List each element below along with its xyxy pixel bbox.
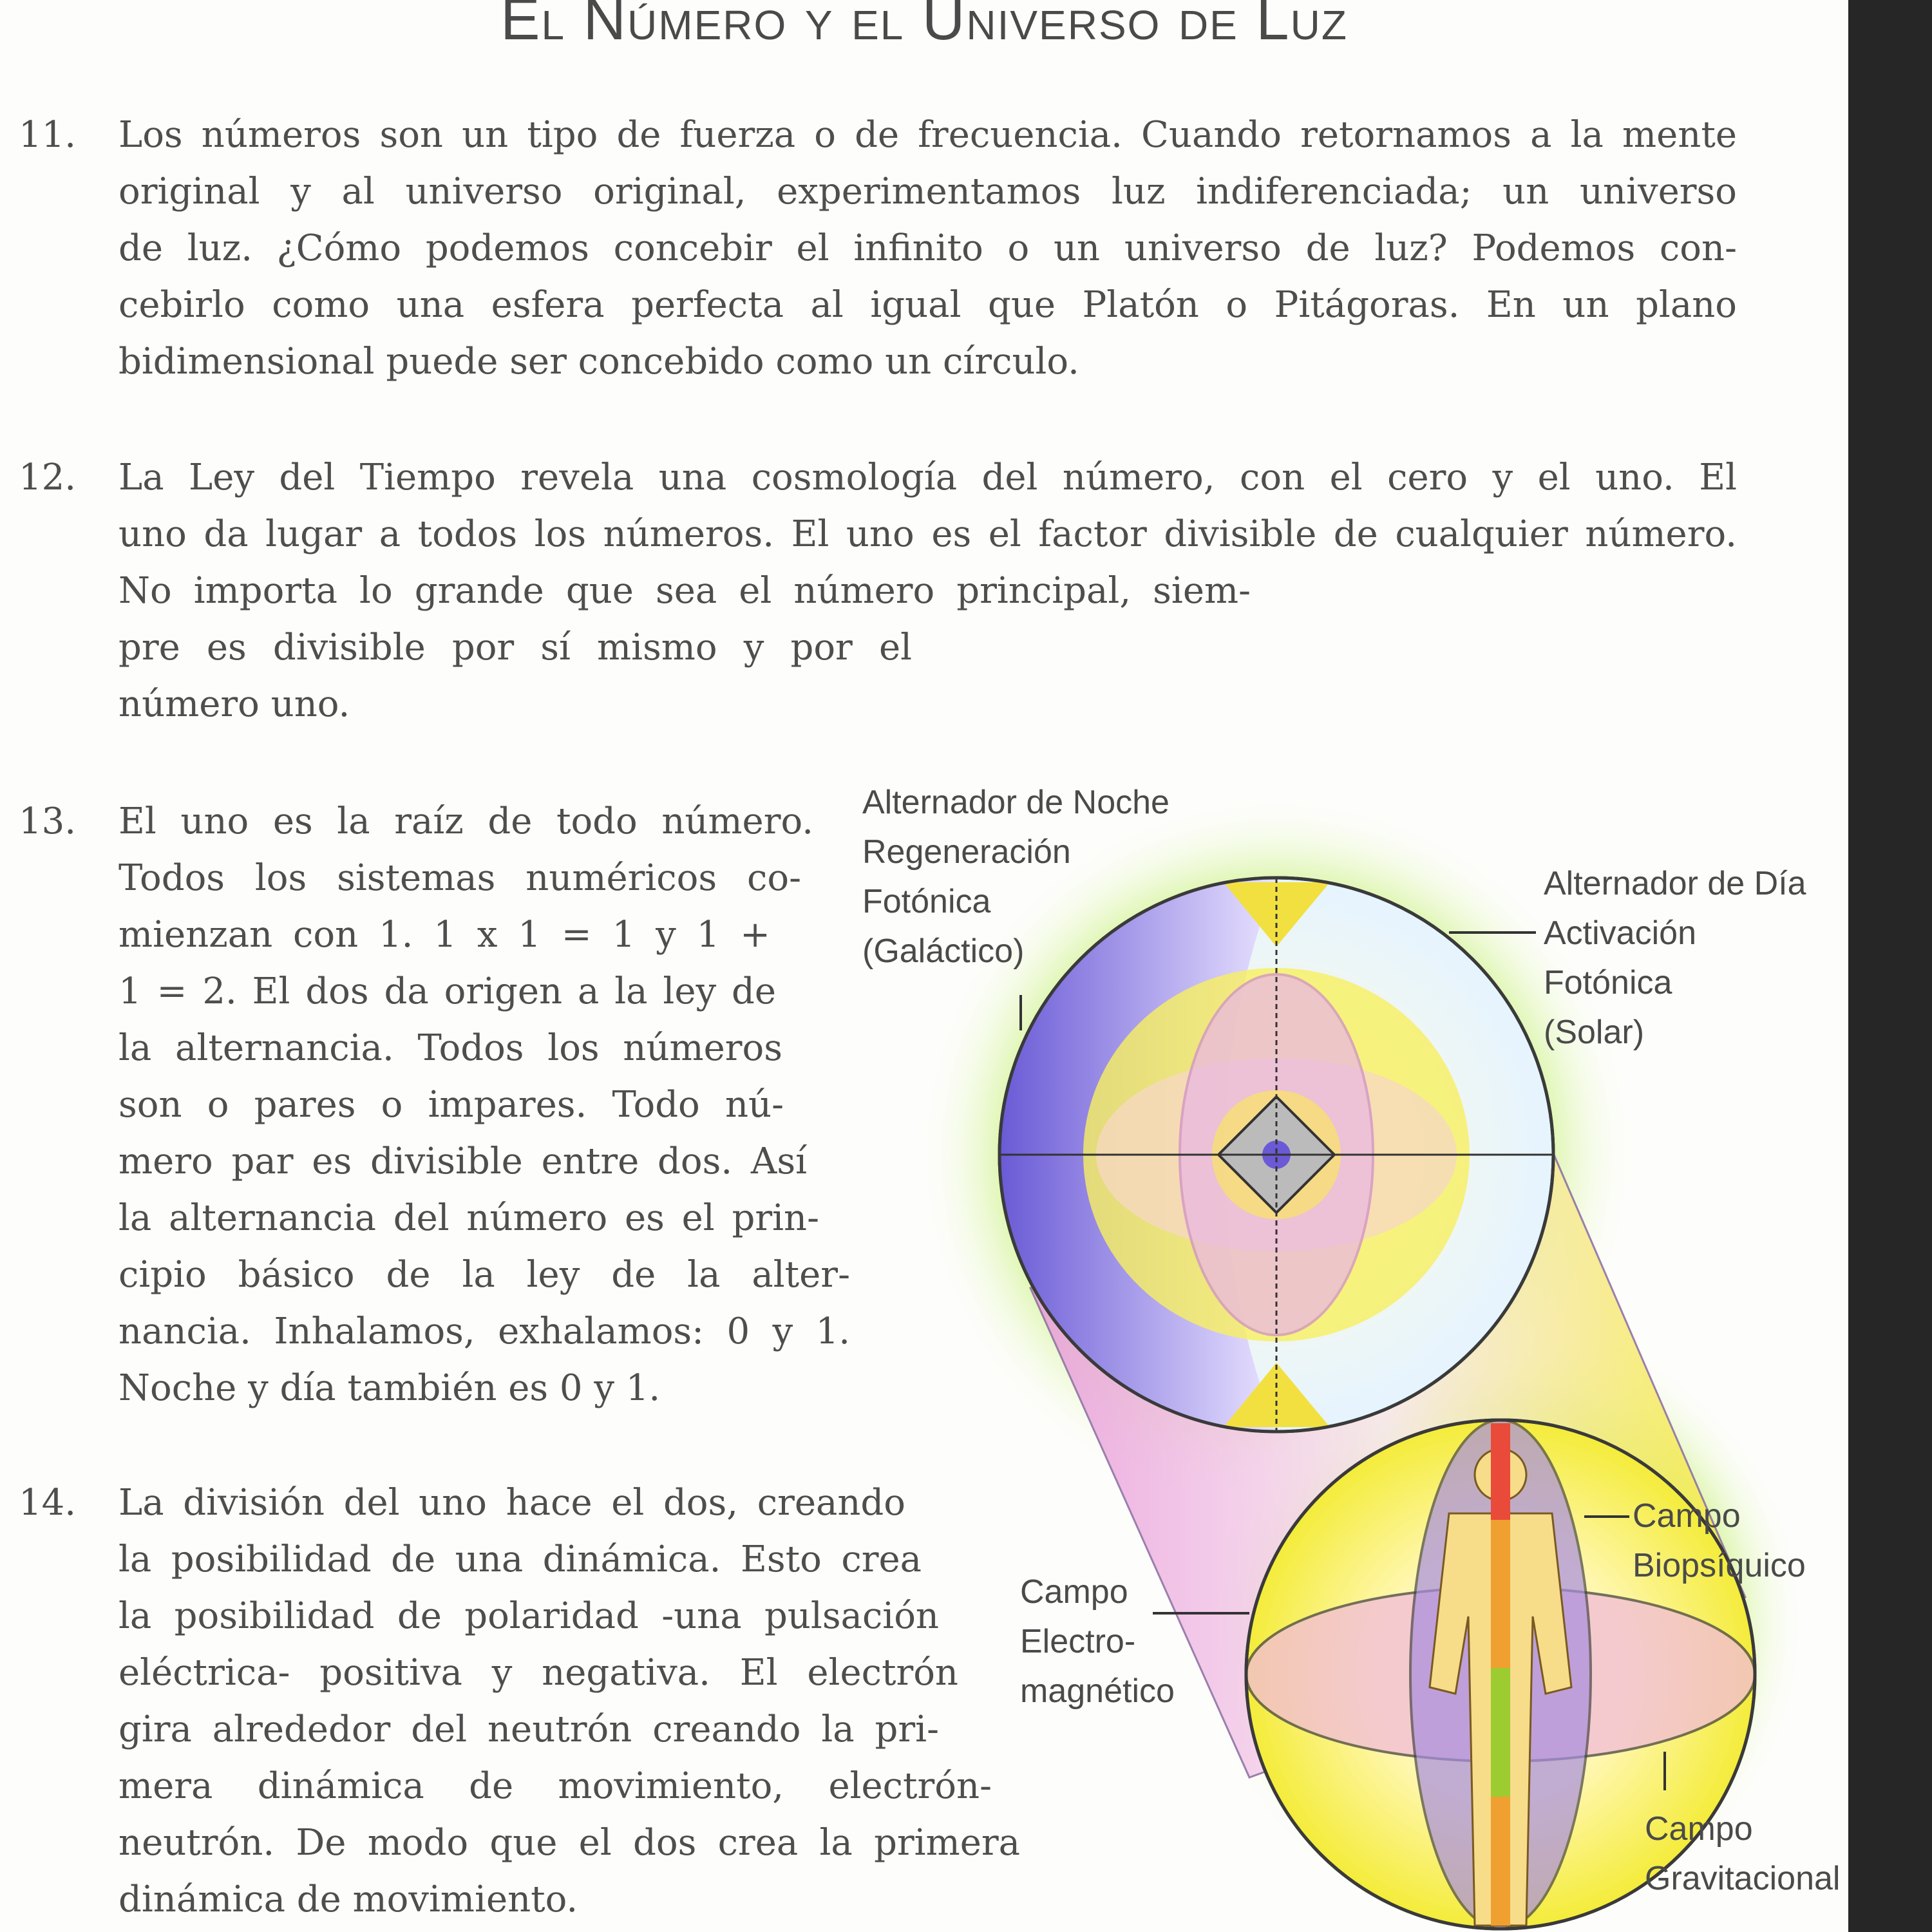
text-line: cipio básico de la ley de la alter-	[118, 1254, 850, 1296]
text-line: la alternancia. Todos los números	[118, 1027, 782, 1069]
label-line: Alternador de Día	[1544, 865, 1806, 902]
lower-sphere	[1244, 1418, 1757, 1931]
label-line: Campo	[1633, 1497, 1741, 1535]
text-line: neutrón. De modo que el dos crea la prim…	[118, 1822, 1020, 1864]
label-line: magnético	[1020, 1672, 1175, 1710]
text-line: original y al universo original, experim…	[118, 171, 1737, 213]
text-line: mera dinámica de movimiento, electrón-	[118, 1765, 992, 1807]
biopsychic-field-label: Campo Biopsíquico	[1633, 1492, 1806, 1591]
night-alternator-label: Alternador de Noche Regeneración Fotónic…	[862, 778, 1170, 976]
text-line: la alternancia del número es el prin-	[118, 1197, 819, 1239]
label-line: Biopsíquico	[1633, 1547, 1806, 1584]
text-line: de luz. ¿Cómo podemos concebir el infini…	[118, 227, 1737, 269]
paragraph: Los números son un tipo de fuerza o de f…	[118, 107, 1737, 390]
paragraph: La división del uno hace el dos, creando…	[118, 1475, 1020, 1928]
label-line: Campo	[1645, 1810, 1753, 1848]
label-line: Regeneración	[862, 833, 1071, 871]
label-line: Electro-	[1020, 1623, 1136, 1660]
text-line: eléctrica- positiva y negativa. El elect…	[118, 1652, 958, 1694]
leader-lines	[1019, 931, 1666, 1790]
text-line: mero par es divisible entre dos. Así	[118, 1141, 807, 1182]
text-line: Todos los sistemas numéricos co-	[118, 857, 801, 899]
page-title: El Número y el Universo de Luz	[500, 0, 1348, 52]
label-line: Fotónica	[1544, 964, 1672, 1001]
label-line: Campo	[1020, 1573, 1128, 1611]
text-line: uno da lugar a todos los números. El uno…	[118, 513, 1737, 555]
text-line: Noche y día también es 0 y 1.	[118, 1367, 661, 1409]
upper-sphere	[998, 876, 1555, 1434]
label-line: Fotónica	[862, 883, 991, 920]
label-line: (Solar)	[1544, 1014, 1645, 1051]
gravitational-field-label: Campo Gravitacional	[1645, 1804, 1840, 1904]
paragraph-number: 11.	[19, 114, 77, 156]
label-line: (Galáctico)	[862, 933, 1025, 970]
label-line: Alternador de Noche	[862, 784, 1170, 821]
paragraph-number: 13.	[19, 800, 77, 842]
label-line: Gravitacional	[1645, 1860, 1841, 1897]
text-line: dinámica de movimiento.	[118, 1879, 578, 1920]
text-line: Los números son un tipo de fuerza o de f…	[118, 114, 1737, 156]
text-line: La Ley del Tiempo revela una cosmología …	[118, 457, 1737, 498]
text-line: mienzan con 1. 1 x 1 = 1 y 1 +	[118, 914, 770, 956]
text-line: 1 = 2. El dos da origen a la ley de	[118, 971, 776, 1012]
text-line: la posibilidad de una dinámica. Esto cre…	[118, 1539, 922, 1580]
text-line: gira alrededor del neutrón creando la pr…	[118, 1709, 939, 1750]
paragraph: El uno es la raíz de todo número. Todos l…	[118, 793, 850, 1417]
text-line: La división del uno hace el dos, creando	[118, 1482, 905, 1524]
text-line: No importa lo grande que sea el número p…	[118, 570, 1251, 612]
paragraph-number: 12.	[19, 457, 77, 498]
text-line: cebirlo como una esfera perfecta al igua…	[118, 284, 1737, 326]
text-line: pre es divisible por sí mismo y por el	[118, 627, 912, 668]
day-alternator-label: Alternador de Día Activación Fotónica (S…	[1544, 859, 1806, 1057]
text-line: El uno es la raíz de todo número.	[118, 800, 813, 842]
text-line: bidimensional puede ser concebido como u…	[118, 341, 1079, 383]
label-line: Activación	[1544, 914, 1696, 952]
electromagnetic-field-label: Campo Electro- magnético	[1020, 1567, 1175, 1716]
text-line: número uno.	[118, 683, 350, 725]
text-line: nancia. Inhalamos, exhalamos: 0 y 1.	[118, 1311, 850, 1352]
paragraph-number: 14.	[19, 1482, 77, 1524]
paragraph: La Ley del Tiempo revela una cosmología …	[118, 450, 1737, 733]
scanner-edge-overlay	[1848, 0, 1932, 1932]
text-line: la posibilidad de polaridad -una pulsaci…	[118, 1595, 939, 1637]
text-line: son o pares o impares. Todo nú-	[118, 1084, 784, 1126]
